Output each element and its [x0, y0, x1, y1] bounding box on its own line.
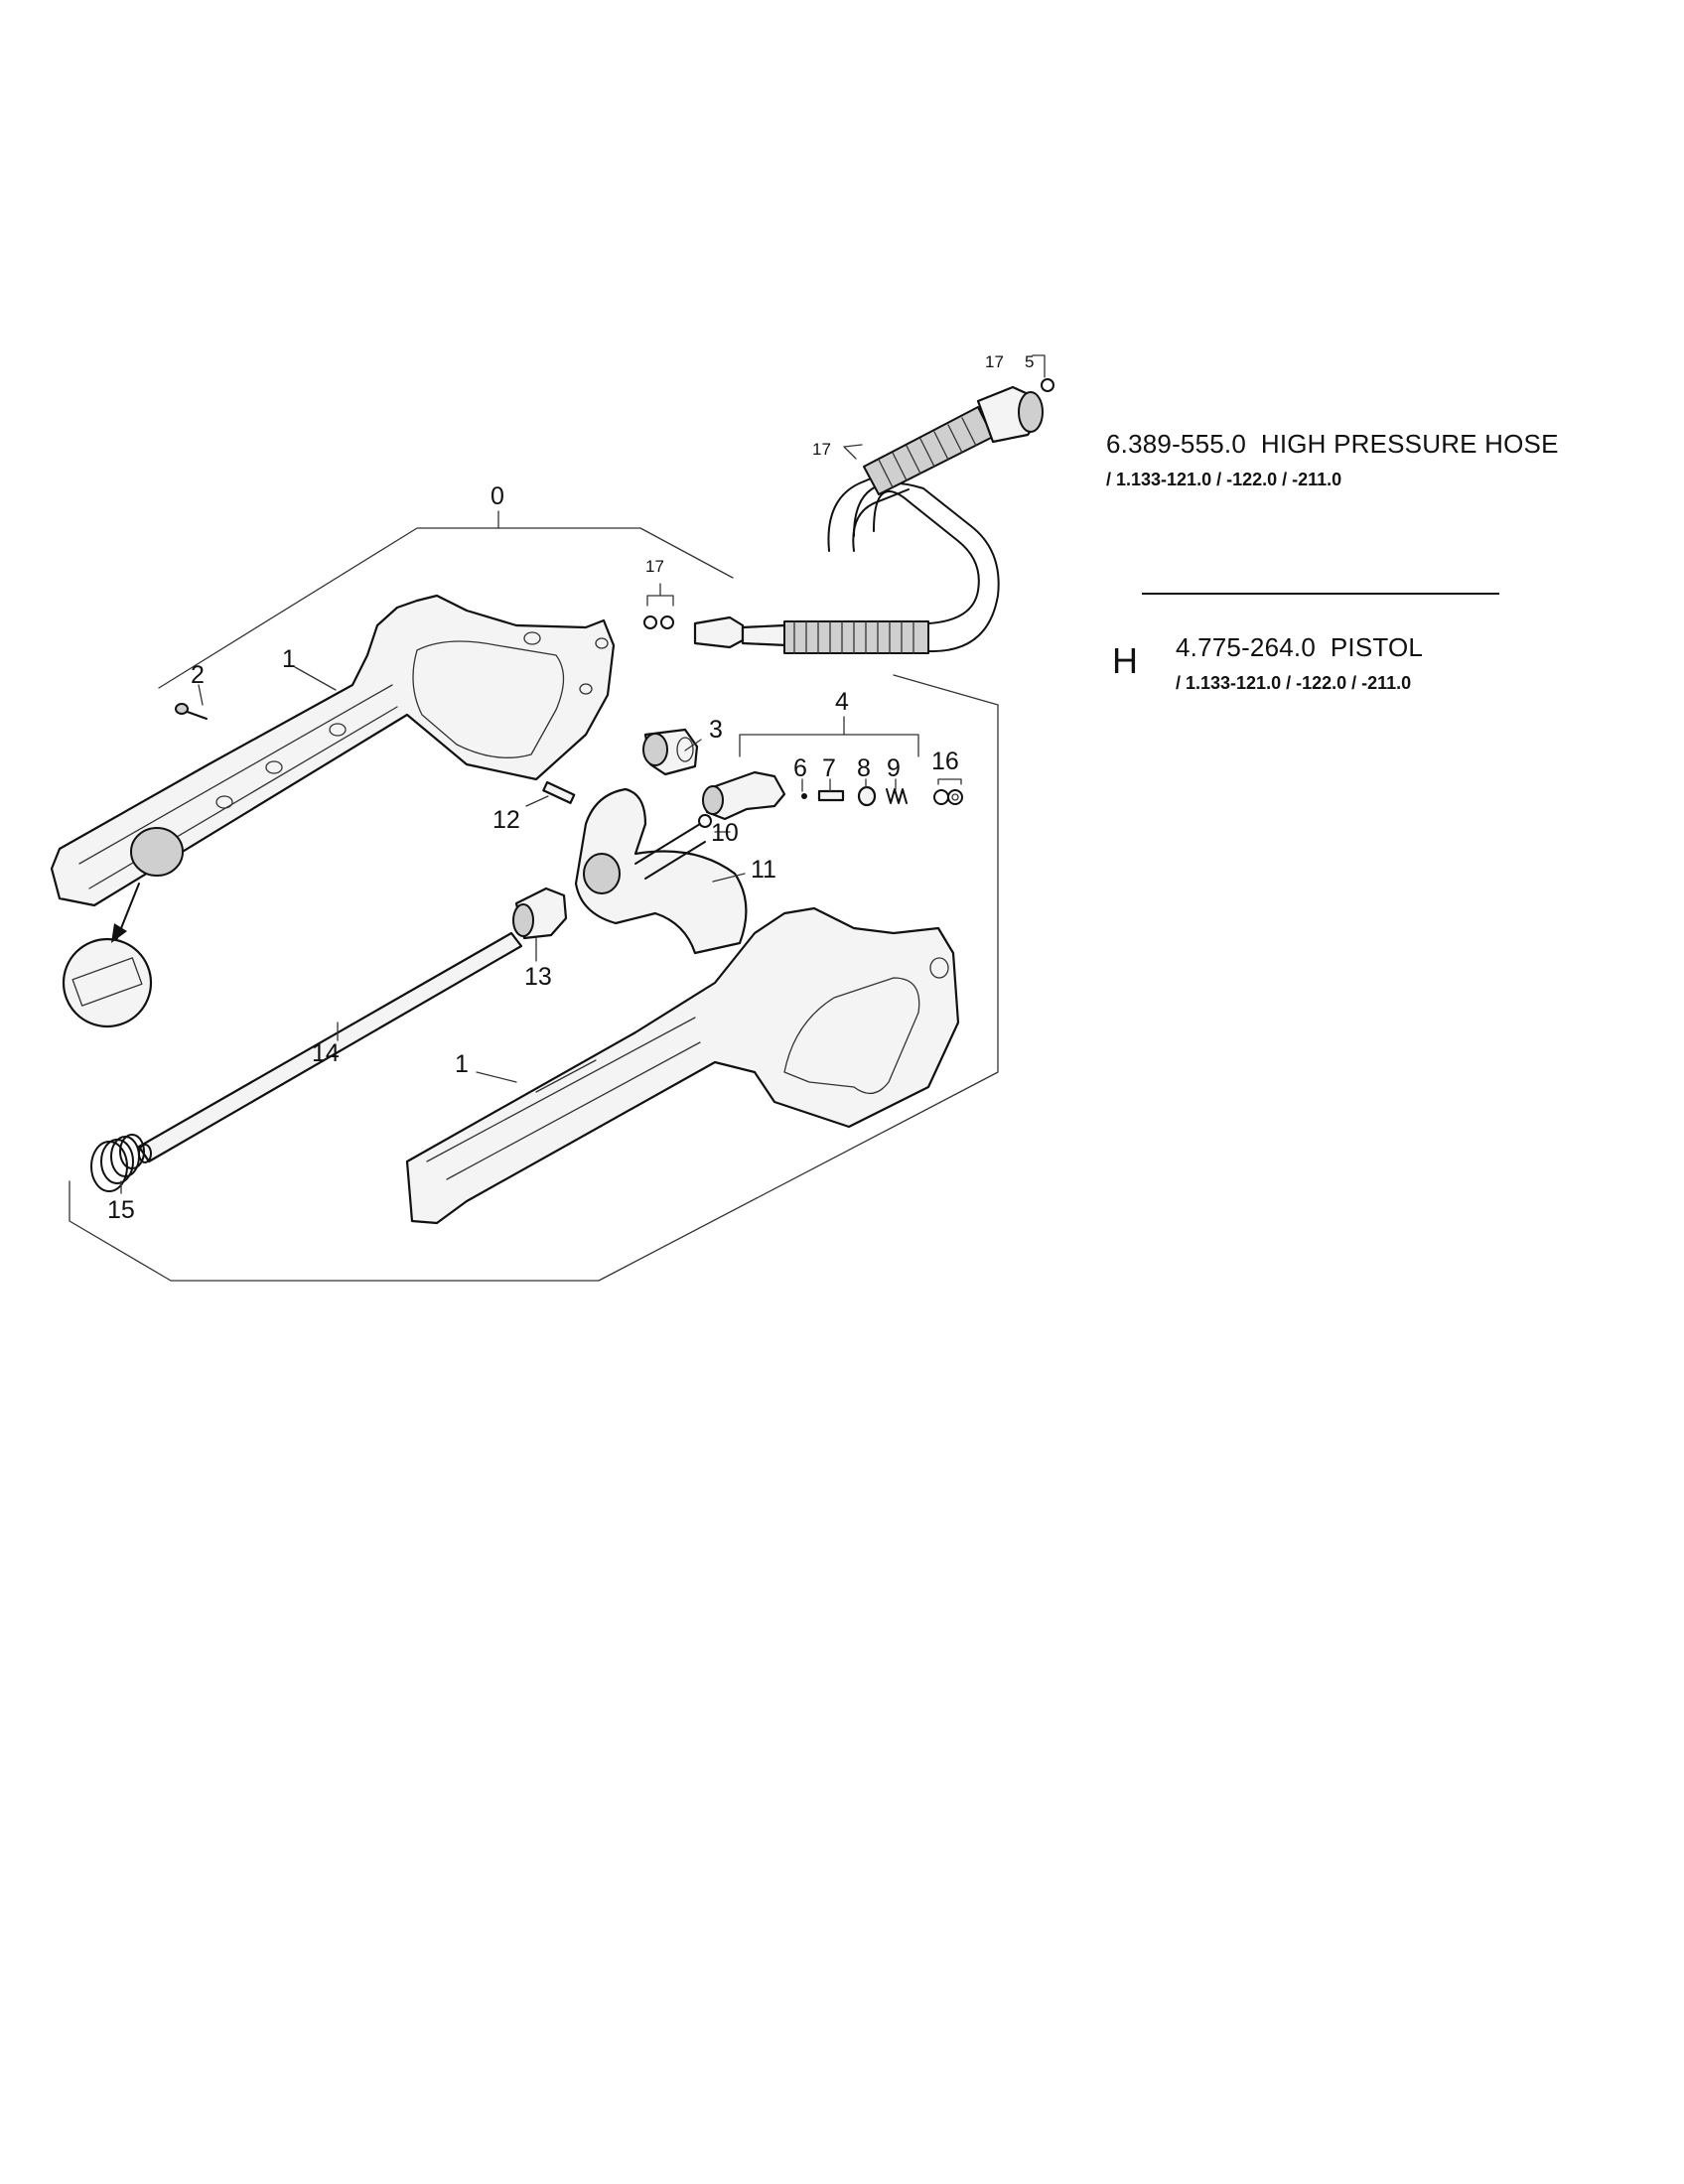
legend-hose-title: 6.389-555.0 HIGH PRESSURE HOSE — [1106, 429, 1559, 460]
high-pressure-hose — [693, 354, 1054, 654]
callout-11: 11 — [751, 856, 776, 884]
callout-17-left: 17 — [645, 557, 664, 576]
pin-part-12 — [542, 780, 576, 804]
spring-part-9 — [886, 788, 908, 804]
callout-10: 10 — [711, 819, 739, 847]
pin-part-7 — [817, 789, 845, 802]
fitting-part-13 — [512, 887, 568, 940]
legend-pistol-title: 4.775-264.0 PISTOL — [1176, 632, 1423, 663]
pistol-model-list: / 1.133-121.0 / -122.0 / -211.0 — [1176, 673, 1412, 693]
screw-part-2 — [175, 703, 208, 720]
leader-lines — [120, 666, 897, 1194]
callout-7: 7 — [822, 754, 836, 782]
ball-part-6 — [801, 793, 807, 799]
callout-8: 8 — [857, 754, 871, 782]
hose-model-list: / 1.133-121.0 / -122.0 / -211.0 — [1106, 470, 1342, 489]
valve-small-parts — [801, 785, 908, 807]
callout-6: 6 — [793, 754, 807, 782]
callout-16: 16 — [931, 748, 959, 775]
pistol-shell-lower — [405, 906, 960, 1225]
fitting-part-3 — [642, 728, 699, 776]
pistol-section-marker: H — [1112, 640, 1138, 681]
pistol-part-number: 4.775-264.0 — [1176, 632, 1316, 662]
callout-0: 0 — [491, 482, 504, 510]
callout-1-upper: 1 — [282, 645, 296, 673]
callout-17-hose: 17 — [812, 440, 831, 459]
trigger-part-11 — [574, 787, 748, 955]
callout-5: 5 — [1025, 352, 1034, 371]
legend-pistol: H 4.775-264.0 PISTOL / 1.133-121.0 / -12… — [1112, 632, 1423, 694]
callout-labels: 0 1 2 3 4 6 7 8 9 16 10 11 12 13 14 1 15… — [107, 352, 1034, 1224]
seat-part-8 — [857, 785, 877, 807]
callout-1-lower: 1 — [455, 1050, 469, 1078]
legend-divider — [1142, 593, 1499, 595]
spring-part-15 — [90, 1134, 145, 1192]
hose-part-name: HIGH PRESSURE HOSE — [1260, 429, 1559, 459]
pistol-shell-upper — [50, 594, 616, 907]
legend-hose: 6.389-555.0 HIGH PRESSURE HOSE / 1.133-1… — [1106, 429, 1559, 490]
assembly-bracket-0 — [69, 510, 999, 1282]
o-rings-part-17-left — [643, 583, 674, 629]
callout-13: 13 — [524, 963, 552, 991]
callout-4: 4 — [835, 688, 849, 716]
pistol-part-name: PISTOL — [1330, 632, 1424, 662]
callout-17-top: 17 — [985, 352, 1004, 371]
callout-14: 14 — [312, 1039, 340, 1067]
callout-3: 3 — [709, 716, 723, 744]
hose-part-number: 6.389-555.0 — [1106, 429, 1246, 459]
callout-12: 12 — [492, 806, 520, 834]
callout-15: 15 — [107, 1196, 135, 1224]
callout-9: 9 — [887, 754, 901, 782]
callout-2: 2 — [191, 661, 205, 689]
detail-magnifier — [62, 883, 153, 1028]
o-rings-part-16 — [933, 778, 963, 805]
valve-body-part-4 — [702, 716, 919, 821]
o-ring-part-10 — [698, 814, 712, 828]
